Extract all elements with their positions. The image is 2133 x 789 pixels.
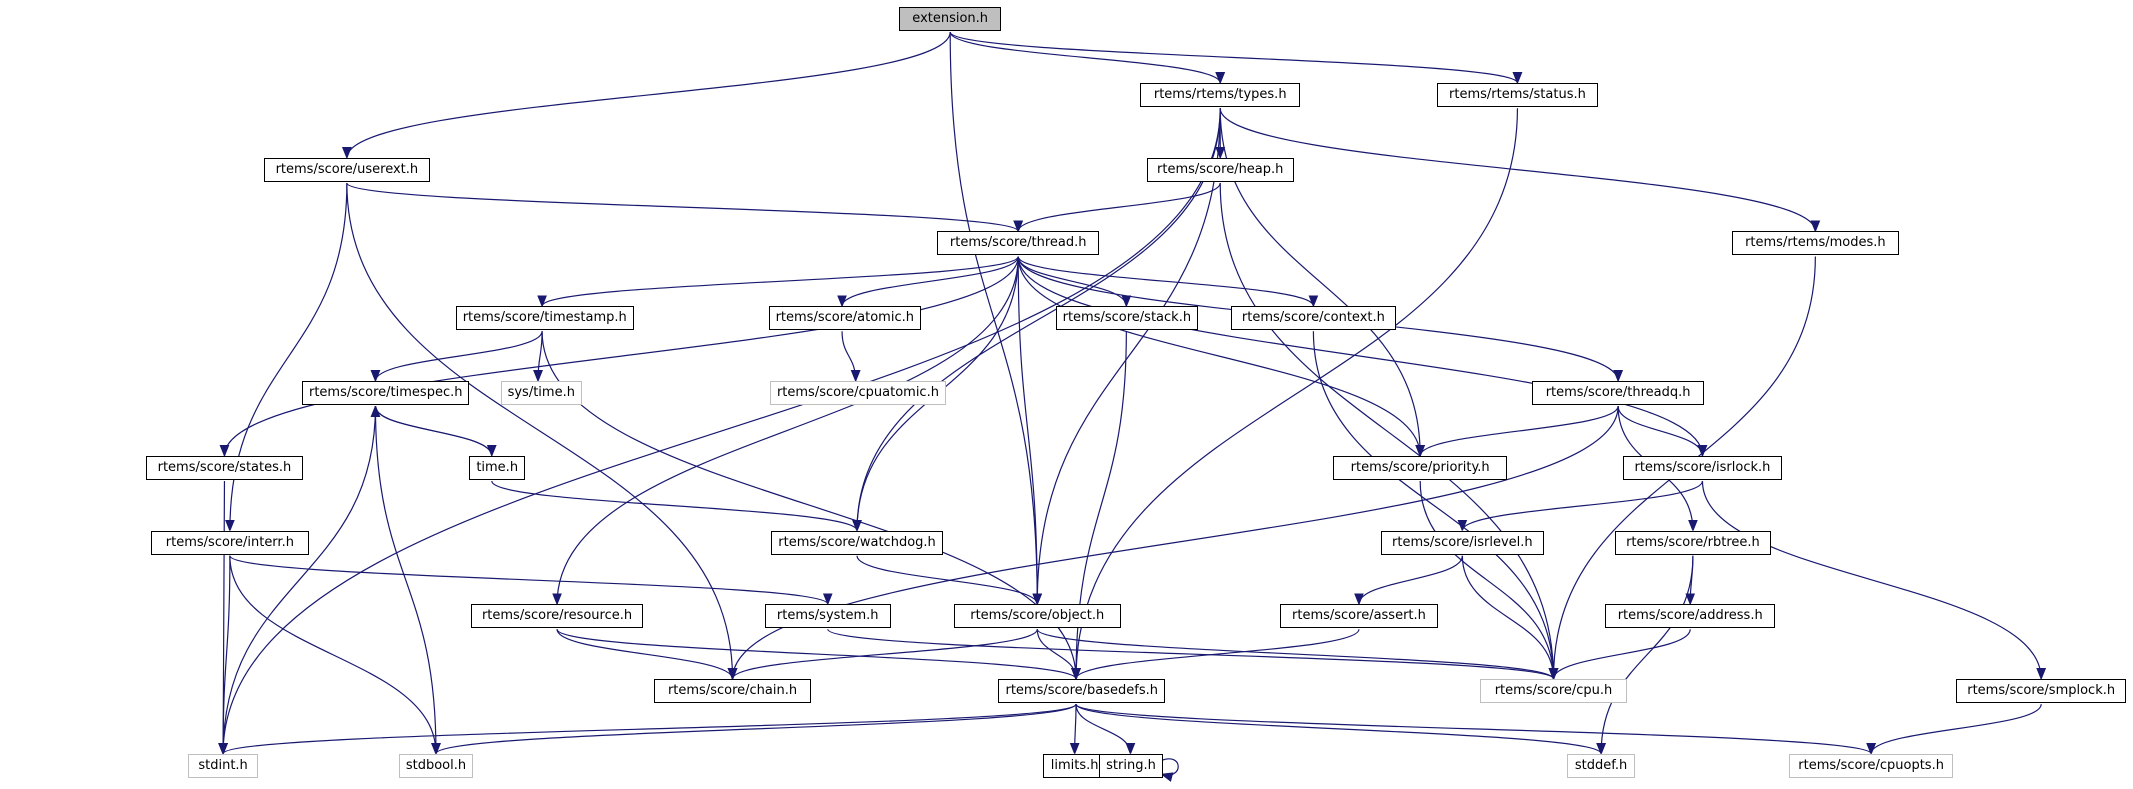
edge-address-to-cpu [1553,629,1691,680]
node-modes[interactable]: rtems/rtems/modes.h [1731,231,1899,256]
node-priority[interactable]: rtems/score/priority.h [1333,455,1508,480]
edge-userext-to-chain [346,183,733,679]
node-cpuatomic[interactable]: rtems/score/cpuatomic.h [769,380,946,405]
edge-priority-to-cpu [1419,480,1553,679]
node-stdbool[interactable]: stdbool.h [398,753,474,778]
node-timeh[interactable]: time.h [469,455,526,480]
edge-isrlevel-to-assert [1359,555,1463,605]
node-address[interactable]: rtems/score/address.h [1605,604,1776,629]
node-cpu[interactable]: rtems/score/cpu.h [1480,678,1627,703]
edge-states-to-stdint [223,480,224,754]
edge-resource-to-chain [556,629,732,680]
node-atomic[interactable]: rtems/score/atomic.h [768,306,921,331]
edge-thread-to-stack [1017,256,1126,307]
edge-extension-to-object [949,32,1037,604]
edge-types-to-modes [1219,108,1815,231]
node-resource[interactable]: rtems/score/resource.h [470,604,644,629]
edge-isrlevel-to-cpu [1461,555,1553,679]
node-timespec[interactable]: rtems/score/timespec.h [301,380,470,405]
node-string[interactable]: string.h [1099,753,1163,778]
edge-status-to-basedefs [1076,108,1519,679]
edge-isrlock-to-smplock [1701,480,2041,679]
edge-threadq-to-priority [1420,405,1619,456]
edge-interr-to-system [229,555,828,605]
edge-object-to-cpu [1036,628,1553,680]
node-stack[interactable]: rtems/score/stack.h [1055,306,1199,331]
edge-thread-to-states [224,256,1019,455]
edge-extension-to-types [949,31,1220,84]
edge-system-to-cpu [827,628,1554,680]
edge-basedefs-to-stddef [1075,703,1601,755]
node-userext[interactable]: rtems/score/userext.h [263,157,430,182]
edge-timespec-to-stdbool [374,406,436,754]
edge-interr-to-stdbool [229,555,436,754]
node-status[interactable]: rtems/rtems/status.h [1436,82,1599,107]
edge-extension-to-status [949,31,1517,84]
edge-timeh-to-watchdog [491,480,857,531]
edge-thread-to-object [1017,256,1037,604]
node-cpuopts[interactable]: rtems/score/cpuopts.h [1788,753,1954,778]
edge-timestamp-to-systime [538,331,542,381]
node-heap[interactable]: rtems/score/heap.h [1146,157,1294,182]
node-systime[interactable]: sys/time.h [500,380,582,405]
edge-basedefs-to-stdint [223,703,1077,755]
edge-thread-to-atomic [842,256,1019,307]
edge-resource-to-basedefs [556,628,1076,680]
node-assert[interactable]: rtems/score/assert.h [1280,604,1438,629]
edge-thread-to-context [1017,256,1313,307]
edge-rbtree-to-stddef [1601,555,1694,754]
edge-types-to-watchdog [857,108,1221,530]
edge-heap-to-cpu [1219,183,1553,679]
node-threadq[interactable]: rtems/score/threadq.h [1531,380,1705,405]
node-object[interactable]: rtems/score/object.h [953,604,1121,629]
node-thread[interactable]: rtems/score/thread.h [937,231,1100,256]
node-limits[interactable]: limits.h [1043,753,1106,778]
edge-thread-to-isrlock [1017,256,1702,455]
edge-thread-to-priority [1017,256,1420,455]
edge-userext-to-thread [346,182,1018,232]
node-timestamp[interactable]: rtems/score/timestamp.h [455,306,634,331]
edge-types-to-object [1037,108,1221,604]
edge-context-to-cpu [1312,331,1553,679]
edge-extension-to-userext [347,31,951,158]
edge-watchdog-to-object [856,555,1037,605]
node-isrlock[interactable]: rtems/score/isrlock.h [1622,455,1783,480]
edge-smplock-to-cpuopts [1871,703,2042,754]
node-interr[interactable]: rtems/score/interr.h [150,530,309,555]
node-stdint[interactable]: stdint.h [187,753,259,778]
node-isrlevel[interactable]: rtems/score/isrlevel.h [1380,530,1544,555]
node-smplock[interactable]: rtems/score/smplock.h [1956,678,2127,703]
node-system[interactable]: rtems/system.h [764,604,891,629]
edge-interr-to-stdint [223,555,231,754]
edge-thread-to-resource [557,256,1019,604]
node-chain[interactable]: rtems/score/chain.h [654,678,811,703]
edge-timeh-to-timespec [375,406,493,456]
edge-string-to-string [1162,758,1179,775]
node-states[interactable]: rtems/score/states.h [145,455,304,480]
edge-basedefs-to-limits [1075,704,1076,754]
node-basedefs[interactable]: rtems/score/basedefs.h [998,678,1165,703]
edge-types-to-stdint [223,108,1221,754]
node-rbtree[interactable]: rtems/score/rbtree.h [1614,530,1772,555]
node-types[interactable]: rtems/rtems/types.h [1139,82,1301,107]
edge-basedefs-to-cpuopts [1075,703,1871,755]
node-stddef[interactable]: stddef.h [1567,753,1636,778]
edge-isrlock-to-isrlevel [1462,480,1704,531]
node-context[interactable]: rtems/score/context.h [1231,306,1396,331]
node-extension[interactable]: extension.h [899,6,1002,31]
edge-heap-to-thread [1018,182,1221,232]
edge-timestamp-to-timespec [375,331,543,382]
edge-thread-to-timestamp [542,255,1019,307]
edge-atomic-to-cpuatomic [841,331,856,381]
edge-basedefs-to-string [1075,704,1130,754]
edge-threadq-to-isrlock [1617,406,1702,456]
edge-basedefs-to-stdbool [436,703,1077,755]
node-watchdog[interactable]: rtems/score/watchdog.h [771,530,943,555]
edge-timespec-to-stdint [223,406,377,754]
edge-assert-to-basedefs [1076,629,1360,680]
edge-object-to-chain [733,628,1038,680]
